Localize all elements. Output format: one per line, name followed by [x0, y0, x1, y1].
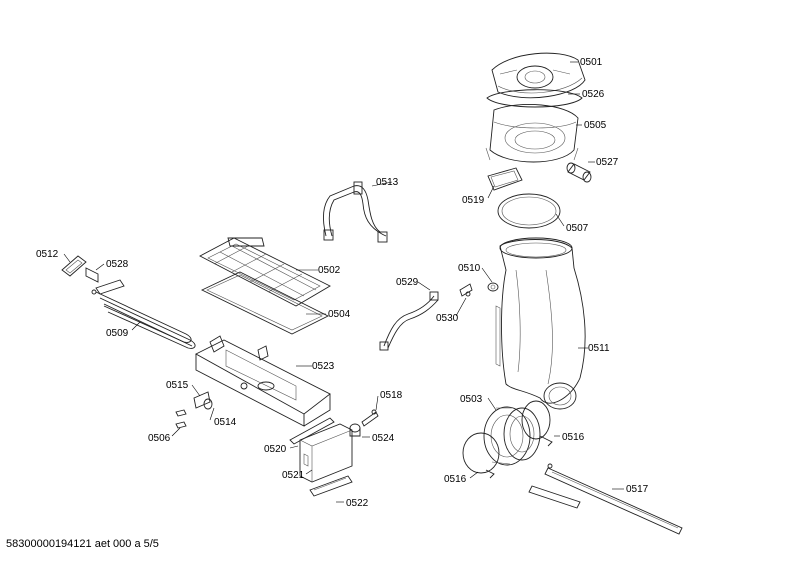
sensor-part-0515 [193, 391, 211, 409]
nut-part-0524 [349, 423, 361, 437]
ring-part-0507 [497, 193, 561, 229]
box-part-0521 [299, 423, 353, 483]
label-0516-right: 0516 [562, 432, 585, 443]
fan-cover-part-0501 [491, 52, 586, 99]
label-0509: 0509 [106, 328, 129, 339]
label-0515: 0515 [166, 380, 189, 391]
strip-part-0522 [309, 475, 353, 497]
heater-element-part-0509 [91, 279, 196, 349]
label-0503: 0503 [460, 394, 483, 405]
air-duct-part-0511 [495, 237, 586, 410]
label-0506: 0506 [148, 433, 171, 444]
pin-part-0518 [361, 409, 379, 427]
label-0513: 0513 [376, 177, 399, 188]
label-0505: 0505 [584, 120, 607, 131]
tray-frame-part-0502 [199, 237, 331, 307]
label-0504: 0504 [328, 309, 351, 320]
label-0521: 0521 [282, 470, 305, 481]
screw-part-0506 [175, 409, 187, 429]
fan-wheel-part-0503 [483, 406, 541, 466]
gasket-part-0504 [200, 271, 330, 335]
label-0529: 0529 [396, 277, 419, 288]
label-0512: 0512 [36, 249, 59, 260]
rail-part-0517 [544, 463, 683, 535]
strip-part-0517b [528, 485, 581, 509]
sensor-part-0527 [566, 162, 592, 183]
label-0501: 0501 [580, 57, 603, 68]
clamp-ring-part-0516-right [521, 400, 553, 447]
clamp-ring-part-0516-left [462, 432, 500, 479]
oring-part-0514 [203, 398, 213, 410]
housing-tray-part-0523 [195, 335, 331, 427]
label-0527: 0527 [596, 157, 619, 168]
label-0517: 0517 [626, 484, 649, 495]
fan-housing-part-0505 [485, 104, 579, 163]
cap-part-0510 [487, 282, 499, 292]
label-0518: 0518 [380, 390, 403, 401]
label-0520: 0520 [264, 444, 287, 455]
strip-part-0520 [289, 417, 335, 445]
label-0530: 0530 [436, 313, 459, 324]
label-0516-left: 0516 [444, 474, 467, 485]
connector-part-0530 [459, 283, 473, 297]
label-0514: 0514 [214, 417, 237, 428]
hose-part-0513 [322, 181, 388, 243]
part-labels: 0501 0526 0505 0527 0513 0519 0507 0512 … [36, 57, 649, 509]
label-0526: 0526 [582, 89, 605, 100]
hose-part-0529 [379, 291, 439, 351]
document-id-footer: 58300000194121 aet 000 a 5/5 [6, 538, 159, 550]
label-0524: 0524 [372, 433, 395, 444]
leader-lines [63, 61, 624, 503]
label-0510: 0510 [458, 263, 481, 274]
label-0523: 0523 [312, 361, 335, 372]
gasket-part-0512 [61, 255, 87, 277]
seal-part-0519 [487, 167, 523, 191]
label-0519: 0519 [462, 195, 485, 206]
label-0522: 0522 [346, 498, 369, 509]
label-0528: 0528 [106, 259, 129, 270]
label-0511: 0511 [588, 343, 610, 354]
label-0507: 0507 [566, 223, 589, 234]
label-0502: 0502 [318, 265, 341, 276]
clip-part-0528 [85, 267, 99, 283]
